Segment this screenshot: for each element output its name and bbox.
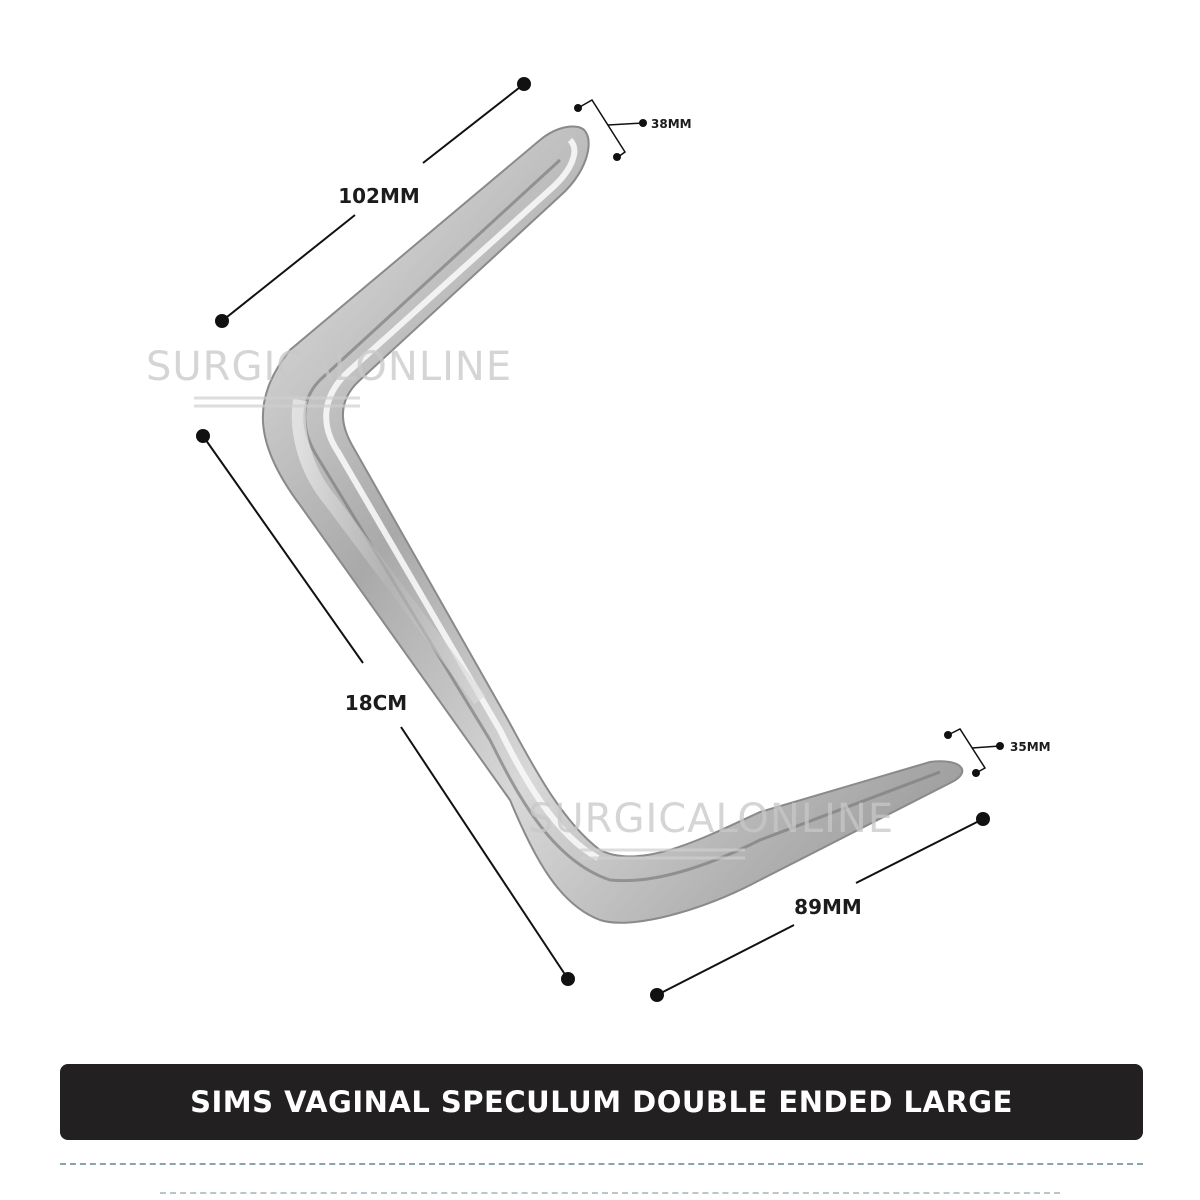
svg-text:SURGICALONLINE: SURGICALONLINE [146,344,512,390]
dimension-endpoint-dot [996,742,1004,750]
speculum-instrument [261,125,964,924]
dimension-endpoint-dot [215,314,229,328]
dashed-divider-lower [160,1192,1060,1194]
product-title-bar: SIMS VAGINAL SPECULUM DOUBLE ENDED LARGE [60,1064,1143,1140]
dimension-lower-blade-length: 89MM [650,812,990,1002]
dimension-endpoint-dot [972,769,980,777]
dimension-endpoint-dot [944,731,952,739]
svg-text:SURGICALONLINE: SURGICALONLINE [528,796,894,842]
dashed-divider [60,1163,1143,1165]
product-title: SIMS VAGINAL SPECULUM DOUBLE ENDED LARGE [190,1085,1013,1119]
dimension-upper-blade-length: 102MM [215,77,531,328]
dimension-endpoint-dot [517,77,531,91]
dimension-overall-length: 18CM [196,429,575,986]
dimension-endpoint-dot [561,972,575,986]
dimension-endpoint-dot [613,153,621,161]
dimension-endpoint-dot [196,429,210,443]
dimension-endpoint-dot [574,104,582,112]
lower-blade-length-label: 89MM [794,895,862,919]
upper-blade-length-label: 102MM [338,184,420,208]
overall-length-label: 18CM [345,691,407,715]
dimension-endpoint-dot [650,988,664,1002]
dimension-lower-blade-width: 35MM [944,728,1051,777]
watermark-bottom: SURGICALONLINE [528,796,894,860]
lower-blade-width-label: 35MM [1010,740,1051,754]
dimension-endpoint-dot [639,119,647,127]
watermark-top: SURGICALONLINE [146,344,512,408]
dimension-endpoint-dot [976,812,990,826]
dimension-upper-blade-width: 38MM [574,98,692,161]
upper-blade-width-label: 38MM [651,117,692,131]
